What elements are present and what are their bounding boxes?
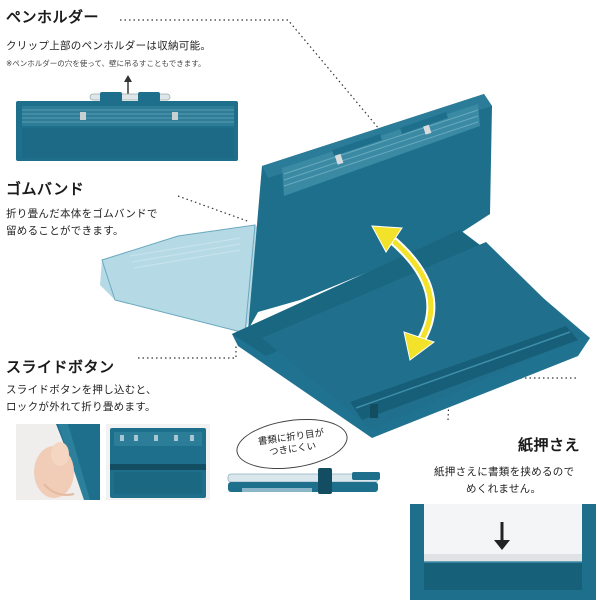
folded-side-view: [227, 468, 380, 494]
slide-button-desc-2: ロックが外れて折り畳めます。: [6, 401, 156, 413]
pen-holder-desc: クリップ上部のペンホルダーは収納可能。: [6, 40, 212, 52]
rubber-band-desc-1: 折り畳んだ本体をゴムバンドで: [6, 208, 158, 220]
paper-holder-desc-2: めくれません。: [466, 483, 542, 495]
arrow-down-icon: [494, 522, 510, 550]
double-arrow-icon: [371, 225, 436, 361]
rubber-band-title: ゴムバンド: [6, 180, 85, 198]
pen-holder-image: [16, 75, 238, 161]
arrow-up-icon: [124, 75, 132, 94]
pen-holder-title: ペンホルダー: [6, 8, 100, 26]
rubber-band-photo: [106, 424, 210, 500]
rubber-band-desc-2: 留めることができます。: [6, 225, 124, 237]
pen-holder-note: ※ペンホルダーの穴を使って、壁に吊るすこともできます。: [6, 59, 206, 68]
paper-holder-title: 紙押さえ: [518, 436, 581, 454]
slide-button-title: スライドボタン: [6, 358, 115, 376]
slide-button-desc-1: スライドボタンを押し込むと、: [6, 384, 157, 396]
paper-holder-desc-1: 紙押さえに書類を挟めるので: [434, 466, 575, 478]
slide-button-photo: [16, 424, 100, 500]
paper-holder-image: [410, 504, 596, 600]
